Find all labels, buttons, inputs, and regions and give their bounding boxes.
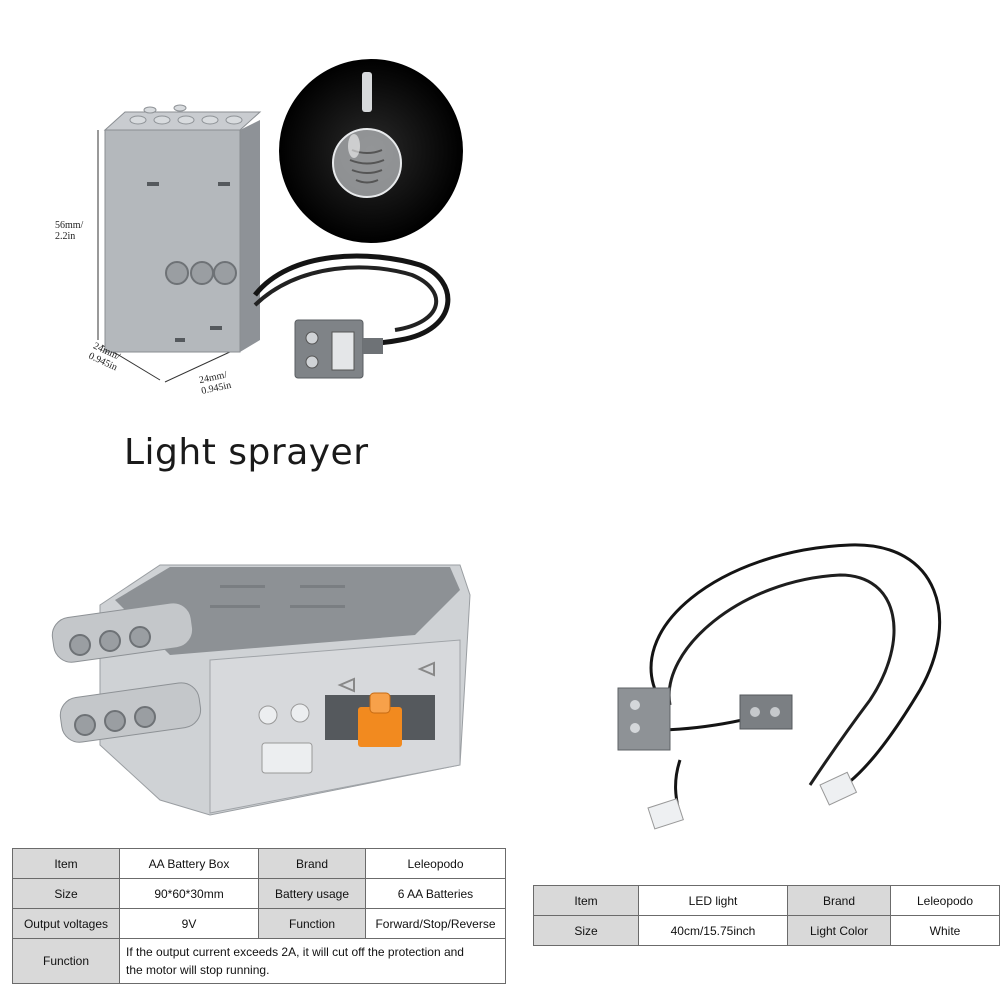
dimension-height-label: 56mm/ 2.2in	[55, 220, 84, 242]
table-row: Size 40cm/15.75inch Light Color White	[533, 915, 1000, 946]
table-cell: Light Color	[787, 915, 891, 946]
led-light-spec-table: Item LED light Brand Leleopodo Size 40cm…	[533, 885, 1000, 946]
table-cell: 90*60*30mm	[119, 878, 259, 909]
table-cell: LED light	[638, 885, 788, 916]
table-cell: Leleopodo	[890, 885, 1000, 916]
aa-battery-box-image	[51, 564, 471, 816]
table-row: Item AA Battery Box Brand Leleopodo	[12, 848, 506, 879]
led-light-cable-image	[617, 543, 942, 830]
table-cell: Brand	[258, 848, 366, 879]
table-cell: Function	[12, 938, 120, 984]
table-cell: White	[890, 915, 1000, 946]
table-cell: Item	[533, 885, 639, 916]
table-cell: Forward/Stop/Reverse	[365, 908, 506, 939]
table-cell: AA Battery Box	[119, 848, 259, 879]
battery-box-spec-table: Item AA Battery Box Brand Leleopodo Size…	[12, 848, 506, 984]
table-cell: 9V	[119, 908, 259, 939]
table-cell: Size	[533, 915, 639, 946]
table-row: Item LED light Brand Leleopodo	[533, 885, 1000, 916]
function-description-cell: If the output current exceeds 2A, it wil…	[119, 938, 506, 984]
table-row: Output voltages 9V Function Forward/Stop…	[12, 908, 506, 939]
table-cell: 40cm/15.75inch	[638, 915, 788, 946]
table-cell: 6 AA Batteries	[365, 878, 506, 909]
table-cell: Leleopodo	[365, 848, 506, 879]
light-sprayer-bulb-image	[279, 59, 463, 243]
light-sprayer-battery-block-image	[97, 104, 451, 383]
product-title: Light sprayer	[124, 432, 369, 473]
table-cell: Size	[12, 878, 120, 909]
table-cell: Battery usage	[258, 878, 366, 909]
table-cell: Function	[258, 908, 366, 939]
table-row: Function If the output current exceeds 2…	[12, 938, 506, 984]
table-cell: Item	[12, 848, 120, 879]
table-row: Size 90*60*30mm Battery usage 6 AA Batte…	[12, 878, 506, 909]
table-cell: Output voltages	[12, 908, 120, 939]
table-cell: Brand	[787, 885, 891, 916]
